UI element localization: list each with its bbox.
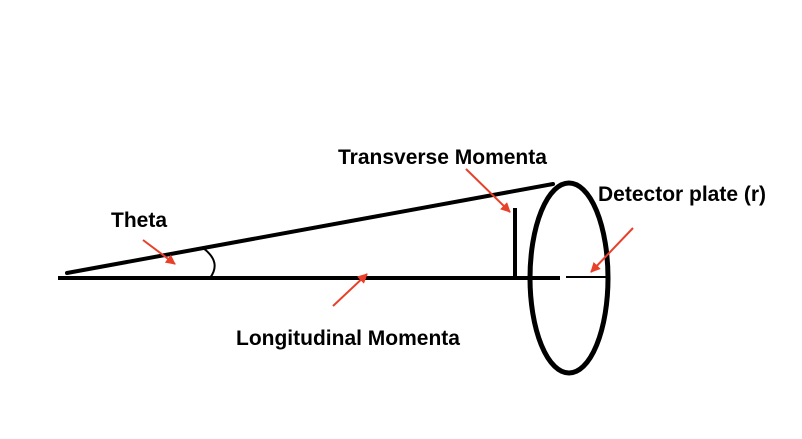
- theta-pointer-arrow: [142, 239, 176, 265]
- detector-pointer-arrow: [590, 227, 634, 273]
- particle-track-line: [65, 182, 555, 275]
- detector-plate-ellipse: [527, 180, 611, 376]
- longitudinal-momenta-label: Longitudinal Momenta: [236, 327, 460, 350]
- transverse-pointer-arrow: [465, 168, 511, 213]
- transverse-momenta-label: Transverse Momenta: [338, 146, 547, 169]
- longitudinal-pointer-arrow: [332, 273, 368, 307]
- detector-plate-label: Detector plate (r): [598, 183, 766, 206]
- theta-angle-arc: [202, 247, 216, 279]
- theta-label: Theta: [111, 209, 167, 232]
